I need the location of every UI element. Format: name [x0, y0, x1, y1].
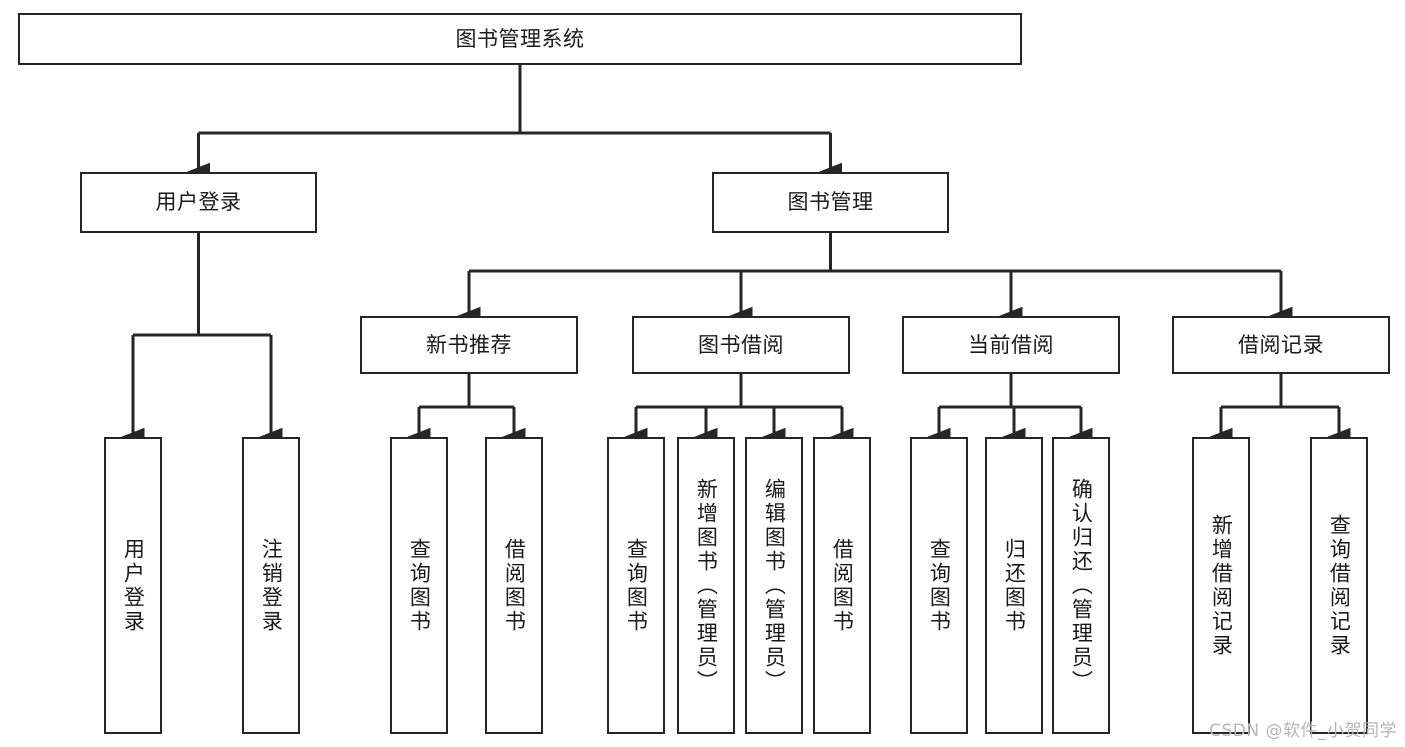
node-label-leaf-confirm-return: 确认归还（管理员） [1069, 477, 1094, 694]
node-book-borrow: 图书借阅 [632, 316, 850, 374]
node-label-leaf-return-book: 归还图书 [1002, 537, 1027, 634]
node-leaf-query-book-rec: 查询图书 [390, 437, 448, 734]
node-leaf-user-logout: 注销登录 [242, 437, 300, 734]
node-leaf-query-book-cur: 查询图书 [910, 437, 968, 734]
node-leaf-edit-book: 编辑图书（管理员） [745, 437, 803, 734]
node-leaf-borrow-book: 借阅图书 [813, 437, 871, 734]
node-label-leaf-user-login: 用户登录 [121, 537, 146, 634]
node-label-new-book-rec: 新书推荐 [426, 332, 512, 357]
node-leaf-borrow-book-rec: 借阅图书 [485, 437, 543, 734]
node-new-book-rec: 新书推荐 [360, 316, 578, 374]
node-label-leaf-add-book: 新增图书（管理员） [694, 477, 719, 694]
node-leaf-user-login: 用户登录 [104, 437, 162, 734]
node-label-root: 图书管理系统 [455, 26, 585, 51]
node-label-leaf-edit-book: 编辑图书（管理员） [762, 477, 787, 694]
node-label-borrow-record: 借阅记录 [1238, 332, 1324, 357]
node-book-manage: 图书管理 [712, 172, 949, 233]
node-label-book-borrow: 图书借阅 [698, 332, 784, 357]
node-label-leaf-query-book-rec: 查询图书 [407, 537, 432, 634]
node-label-leaf-query-record: 查询借阅记录 [1327, 513, 1352, 658]
node-label-user-login: 用户登录 [155, 190, 242, 215]
node-borrow-record: 借阅记录 [1172, 316, 1390, 374]
node-leaf-query-book: 查询图书 [607, 437, 665, 734]
node-user-login: 用户登录 [80, 172, 317, 233]
node-label-leaf-add-record: 新增借阅记录 [1209, 513, 1234, 658]
node-leaf-add-record: 新增借阅记录 [1192, 437, 1250, 734]
node-label-leaf-borrow-book: 借阅图书 [830, 537, 855, 634]
edge-group [121, 65, 1351, 446]
node-label-leaf-query-book-cur: 查询图书 [927, 537, 952, 634]
watermark-label: CSDN @软件_小贺同学 [1209, 721, 1397, 741]
node-leaf-query-record: 查询借阅记录 [1310, 437, 1368, 734]
node-label-book-manage: 图书管理 [787, 190, 874, 215]
node-leaf-return-book: 归还图书 [985, 437, 1043, 734]
node-current-borrow: 当前借阅 [902, 316, 1120, 374]
node-label-leaf-borrow-book-rec: 借阅图书 [502, 537, 527, 634]
node-root: 图书管理系统 [18, 13, 1022, 65]
node-leaf-confirm-return: 确认归还（管理员） [1052, 437, 1110, 734]
node-label-current-borrow: 当前借阅 [968, 332, 1054, 357]
node-label-leaf-query-book: 查询图书 [624, 537, 649, 634]
node-leaf-add-book: 新增图书（管理员） [677, 437, 735, 734]
node-label-leaf-user-logout: 注销登录 [259, 537, 284, 634]
